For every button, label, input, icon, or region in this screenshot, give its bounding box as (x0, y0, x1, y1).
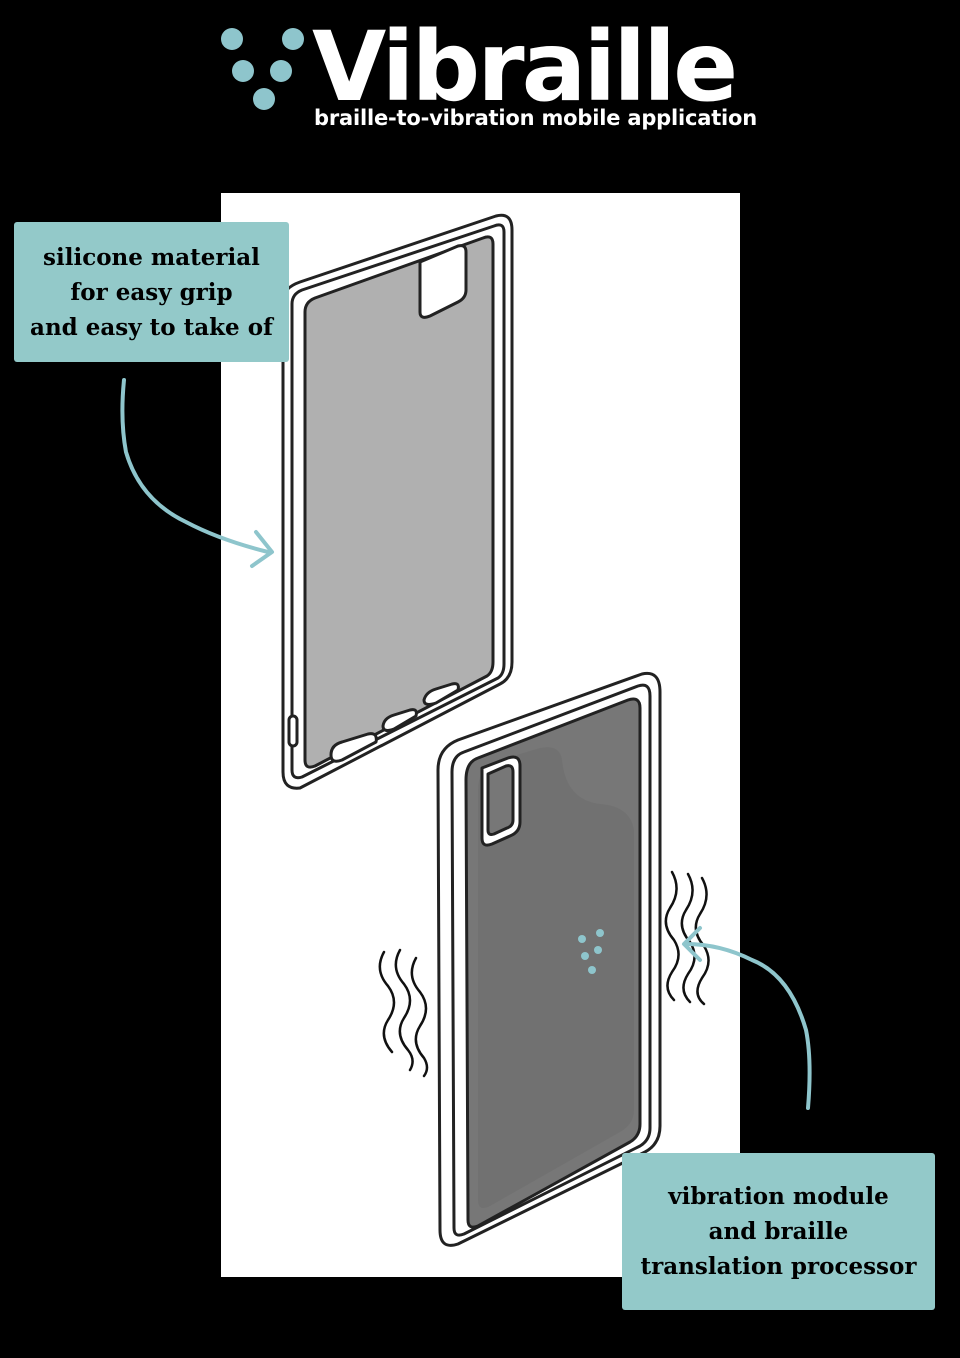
callout-bottom-line-1: vibration module (668, 1183, 889, 1210)
callout-top-line-3: and easy to take of (30, 313, 273, 341)
arrow-head-top-icon (250, 530, 274, 568)
callout-arrows (120, 378, 812, 1110)
callout-vibration-module: vibration module and braille translation… (622, 1153, 935, 1310)
callout-bottom-line-2: and braille (708, 1218, 849, 1245)
callout-top-line-2: for easy grip (70, 278, 233, 306)
arrow-head-bottom-icon (682, 926, 702, 962)
callout-silicone-material: silicone material for easy grip and easy… (14, 222, 289, 362)
module-braille-dots-icon (578, 929, 604, 974)
braille-dots-logo-icon (221, 28, 304, 110)
callout-bottom-line-3: translation processor (640, 1253, 917, 1280)
brand-tagline: braille-to-vibration mobile application (314, 106, 758, 130)
callout-top-line-1: silicone material (43, 243, 260, 271)
arrow-to-case-icon (120, 378, 270, 554)
silicone-case (281, 213, 514, 790)
vibration-module-cover (436, 671, 662, 1247)
brand-title: Vibraille (312, 11, 738, 123)
arrow-to-module-icon (684, 942, 812, 1110)
